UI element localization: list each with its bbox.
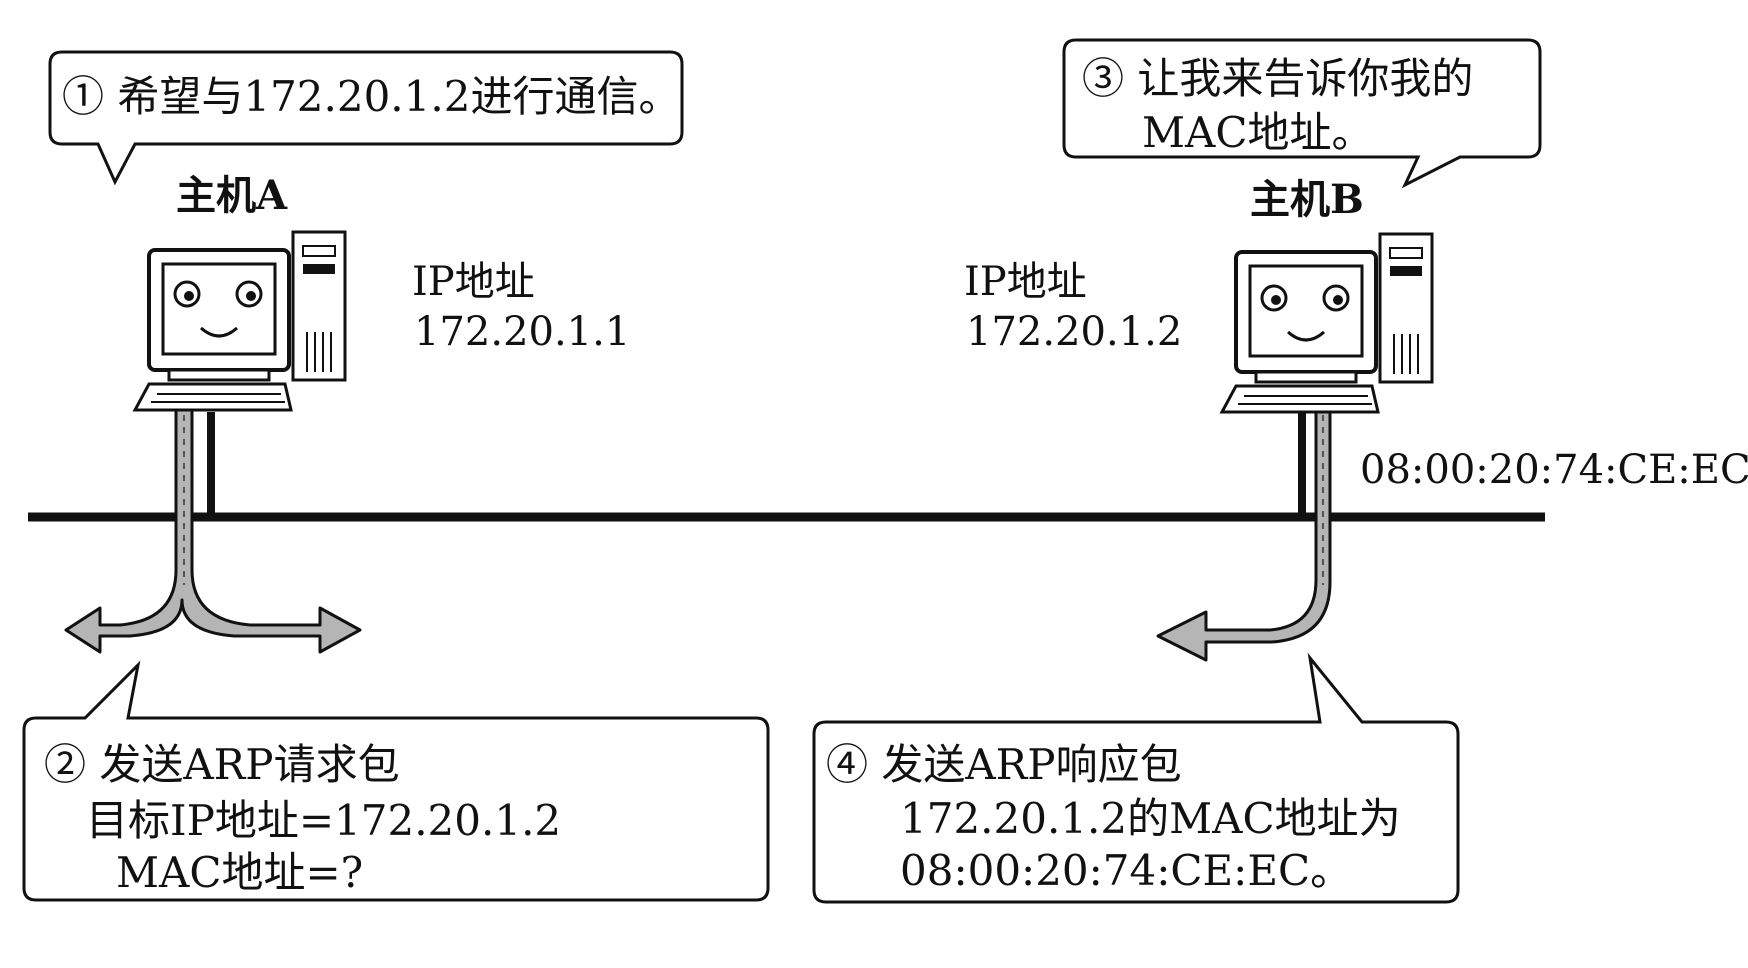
host-b-ip-label: IP地址	[964, 259, 1087, 305]
callout-step2-line3: MAC地址=?	[116, 848, 364, 897]
host-b-name: 主机B	[1250, 176, 1364, 223]
callout-step3-line2: MAC地址。	[1142, 108, 1374, 157]
callout-step4-line3: 08:00:20:74:CE:EC。	[900, 846, 1353, 895]
callout-step2-line2: 目标IP地址=172.20.1.2	[86, 796, 562, 845]
host-a-ip: 172.20.1.1	[414, 309, 631, 355]
arp-reply-arrow	[1156, 408, 1332, 662]
host-b-ip: 172.20.1.2	[966, 309, 1183, 355]
host-a-name: 主机A	[176, 172, 288, 219]
callout-step3-bubble	[1062, 38, 1542, 189]
host-a-computer-icon	[132, 230, 347, 412]
callout-step2-line1: ② 发送ARP请求包	[44, 740, 400, 789]
callout-step1-bubble	[48, 50, 684, 186]
callout-step2-bubble	[22, 660, 770, 902]
callout-step4-line2: 172.20.1.2的MAC地址为	[900, 794, 1401, 843]
host-b-computer-icon	[1219, 232, 1434, 414]
host-a-drop-line	[207, 412, 215, 517]
callout-step3-line1: ③ 让我来告诉你我的	[1082, 54, 1474, 103]
callout-step1-text: ① 希望与172.20.1.2进行通信。	[62, 72, 681, 121]
callout-step4-bubble	[812, 652, 1460, 904]
host-b-mac: 08:00:20:74:CE:EC	[1360, 447, 1748, 493]
arp-request-broadcast-arrow	[64, 408, 362, 654]
callout-step4-line1: ④ 发送ARP响应包	[826, 740, 1182, 789]
host-a-ip-label: IP地址	[412, 259, 535, 305]
host-b-drop-line	[1298, 412, 1306, 517]
